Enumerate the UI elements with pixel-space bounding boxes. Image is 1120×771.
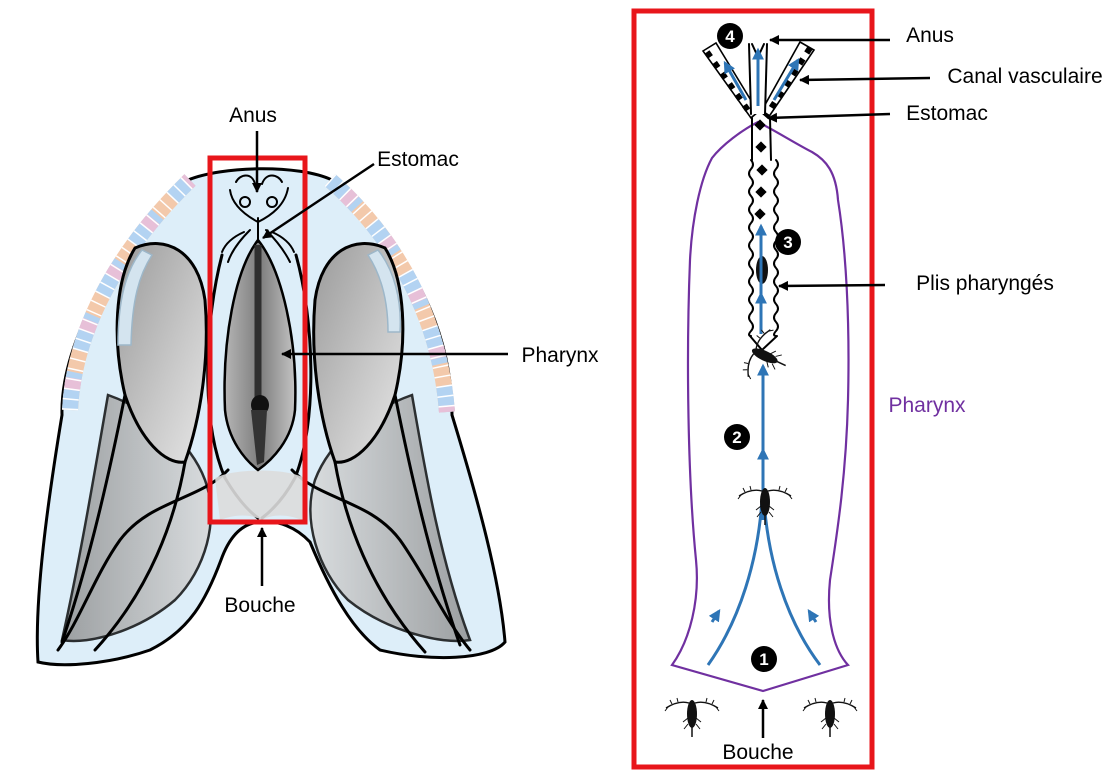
pharynx-outline: [672, 122, 849, 691]
prey-copepod: [665, 698, 719, 737]
left-bouche-label: Bouche: [224, 594, 295, 617]
step-number: 2: [732, 428, 741, 447]
right-pharynx-detail: 4 3 2 1 Anus Canal vasculaire Estomac Pl…: [634, 11, 1103, 767]
step-number: 3: [783, 233, 792, 252]
left-ctenophore-figure: Anus Estomac Pharynx Bouche: [37, 104, 599, 665]
step-marker-1: 1: [751, 646, 777, 672]
left-estomac-label: Estomac: [377, 148, 459, 171]
step-number: 4: [725, 27, 735, 46]
left-pharynx-label: Pharynx: [521, 344, 599, 367]
plis-pharynges-label: Plis pharyngés: [916, 272, 1054, 295]
pharyngeal-fold-left: [749, 160, 753, 336]
pharyngeal-fold-bottom: [750, 336, 777, 350]
step-marker-4: 4: [717, 23, 743, 49]
canal-markers: [754, 119, 767, 219]
step-number: 1: [759, 650, 768, 669]
prey-copepod: [738, 486, 792, 525]
left-anus-label: Anus: [229, 104, 277, 127]
plis-pharynges-arrow: [779, 285, 885, 286]
right-estomac-label: Estomac: [906, 102, 988, 125]
mouth-region: [215, 471, 305, 521]
canal-vasculaire-label: Canal vasculaire: [947, 65, 1102, 88]
right-anus-label: Anus: [906, 24, 954, 47]
prey-copepod: [803, 698, 857, 737]
right-bouche-label: Bouche: [722, 741, 793, 764]
prey-copepod: [739, 325, 797, 390]
canal-vasculaire-arrow: [800, 78, 930, 80]
right-pharynx-label: Pharynx: [888, 394, 966, 417]
step-marker-2: 2: [724, 424, 750, 450]
step-marker-3: 3: [775, 229, 801, 255]
